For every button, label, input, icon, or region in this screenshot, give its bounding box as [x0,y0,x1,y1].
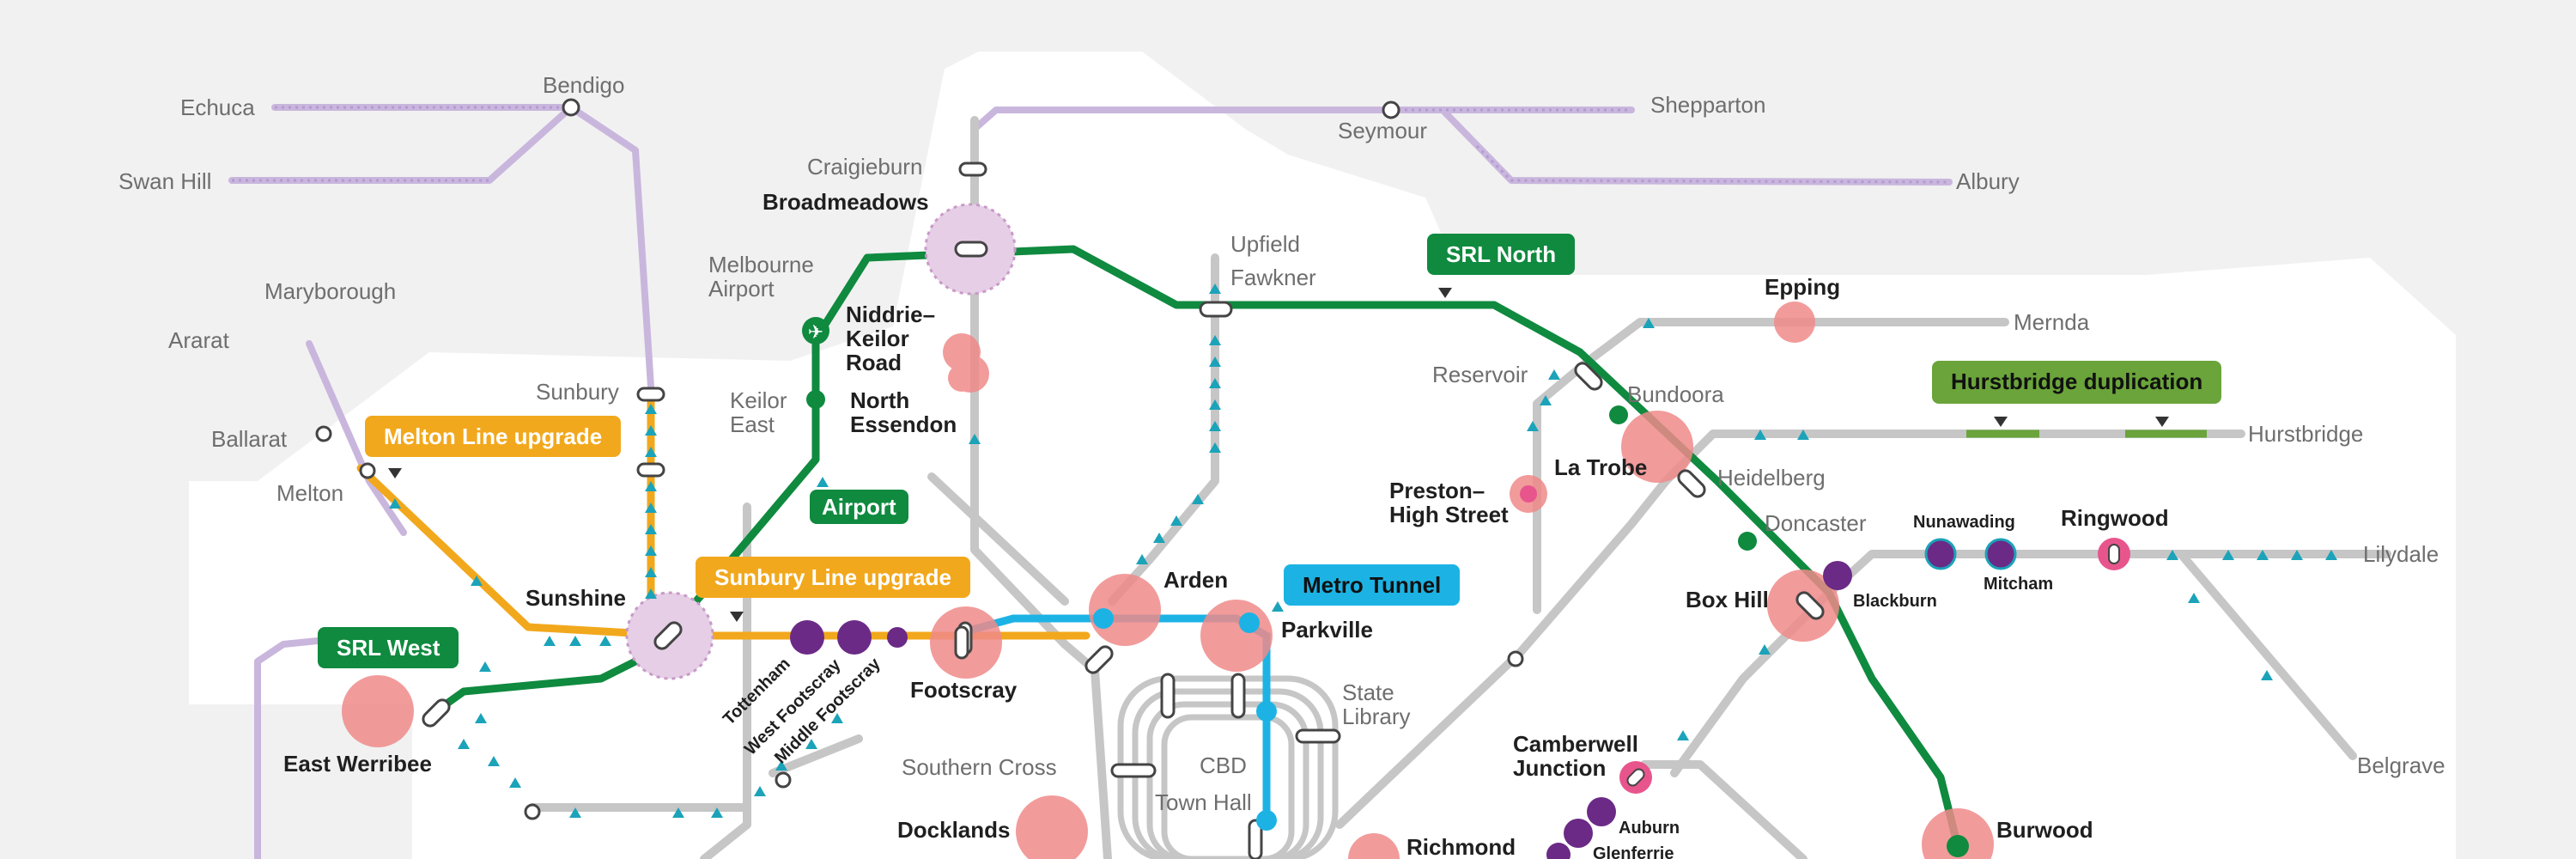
callout-pointers [388,288,2169,622]
label-ballarat: Ballarat [211,426,288,452]
label-doncaster: Doncaster [1765,510,1867,536]
label-southern-cross: Southern Cross [902,754,1057,780]
label-state-library-2: Library [1342,704,1410,729]
callout-hurstbridge-duplication: Hurstbridge duplication [1932,361,2222,404]
label-broadmeadows: Broadmeadows [762,189,929,215]
label-mitcham: Mitcham [1984,575,2053,594]
label-niddrie-1: Niddrie– [846,302,935,327]
label-craigieburn: Craigieburn [807,154,922,180]
label-melbourne-airport-1: Melbourne [708,252,814,277]
callout-srl-north: SRL North [1427,234,1576,275]
label-east-werribee: East Werribee [283,751,432,777]
label-preston-2: High Street [1389,502,1509,527]
label-seymour: Seymour [1338,118,1427,143]
label-camberwell-2: Junction [1513,755,1606,781]
label-reservoir: Reservoir [1432,362,1528,387]
station-markers: ✈ [315,98,2130,859]
map-background-region [189,52,2456,859]
label-hurstbridge: Hurstbridge [2248,421,2363,447]
label-docklands: Docklands [897,817,1011,843]
accessible-markers [389,283,2337,818]
callout-sunbury-line-upgrade: Sunbury Line upgrade [696,557,970,598]
label-lilydale: Lilydale [2363,541,2439,567]
label-state-library-1: State [1342,679,1394,705]
label-auburn: Auburn [1619,819,1680,838]
label-arden: Arden [1163,567,1228,593]
callout-melton-line-upgrade: Melton Line upgrade [365,416,622,457]
label-blackburn: Blackburn [1853,592,1937,611]
label-sunbury: Sunbury [536,379,619,405]
label-burwood: Burwood [1996,817,2093,843]
label-ringwood: Ringwood [2061,505,2169,531]
label-glenferrie: Glenferrie [1593,844,1674,859]
label-shepparton: Shepparton [1650,92,1765,118]
label-footscray: Footscray [910,677,1018,703]
srl-line [429,245,1962,850]
label-ararat: Ararat [168,327,230,353]
label-keilor-east-1: Keilor [730,387,787,413]
label-maryborough: Maryborough [264,278,396,304]
label-keilor-east-2: East [730,411,775,437]
callout-metro-tunnel: Metro Tunnel [1284,564,1461,606]
label-epping: Epping [1765,274,1840,300]
label-niddrie-3: Road [846,350,902,375]
label-nunawading: Nunawading [1913,513,2015,532]
label-richmond: Richmond [1406,834,1516,859]
label-fawkner: Fawkner [1230,265,1316,290]
callout-airport: Airport [810,490,908,524]
label-north-essendon-1: North [850,387,909,413]
label-preston-1: Preston– [1389,478,1485,503]
label-echuca: Echuca [180,94,255,120]
label-albury: Albury [1956,168,2020,194]
svg-text:✈: ✈ [808,322,823,344]
callout-srl-west: SRL West [318,627,459,668]
label-melton: Melton [276,480,343,506]
label-north-essendon-2: Essendon [850,411,957,437]
label-town-hall: Town Hall [1155,789,1252,815]
label-mernda: Mernda [2014,309,2090,335]
label-melbourne-airport-2: Airport [708,276,775,302]
label-niddrie-2: Keilor [846,326,909,351]
regional-hatches [232,106,1950,184]
label-bundoora: Bundoora [1627,381,1724,407]
label-la-trobe: La Trobe [1554,454,1647,480]
label-bendigo: Bendigo [543,72,624,98]
label-belgrave: Belgrave [2357,752,2445,778]
label-camberwell-1: Camberwell [1513,731,1638,757]
metro-tunnel-line [962,614,1271,829]
label-heidelberg: Heidelberg [1717,465,1826,490]
label-upfield: Upfield [1230,231,1300,257]
label-box-hill: Box Hill [1686,587,1769,612]
label-cbd: CBD [1200,752,1247,778]
label-sunshine: Sunshine [526,585,626,611]
label-swan-hill: Swan Hill [118,168,211,194]
label-parkville: Parkville [1281,617,1373,643]
